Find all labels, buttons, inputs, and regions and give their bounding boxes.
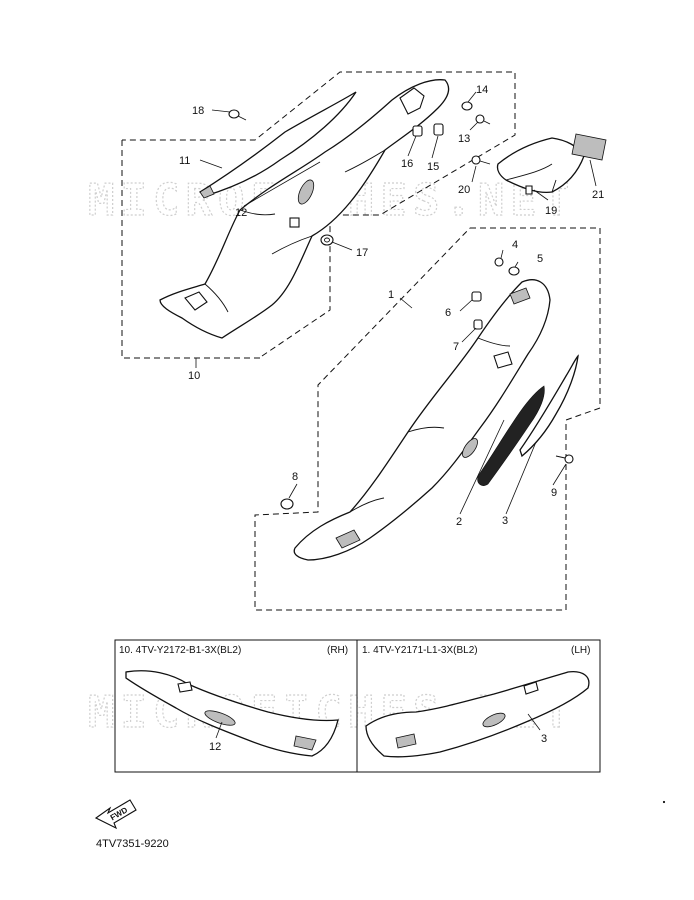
bolt-4 xyxy=(494,257,504,267)
inset-rh-tab xyxy=(177,681,193,693)
side-cover-rh-contour xyxy=(204,149,386,313)
inset-rh-side: (RH) xyxy=(327,645,348,656)
callout-16: 16 xyxy=(401,158,413,170)
callout-18: 18 xyxy=(192,105,204,117)
inset-lh-slot xyxy=(482,712,506,728)
callout-2: 2 xyxy=(456,516,462,528)
inset-rh-slot xyxy=(204,710,236,726)
side-cover-lh-pocket xyxy=(493,351,513,369)
group-outline-rh xyxy=(121,71,516,359)
inset-lh-tab xyxy=(523,681,539,695)
insert-2 xyxy=(477,385,545,486)
side-cover-lh-rear-cutout xyxy=(509,287,531,305)
washer-5 xyxy=(508,266,520,276)
callout-5: 5 xyxy=(537,253,543,265)
speck xyxy=(662,800,666,804)
decal-11-shade xyxy=(199,185,215,199)
callout-6: 6 xyxy=(445,307,451,319)
collar-7 xyxy=(473,319,483,330)
grommet-16 xyxy=(412,125,423,137)
inset-rh-leader xyxy=(215,721,223,739)
side-cover-rh-slot xyxy=(297,179,315,205)
side-cover-lh-contour xyxy=(349,337,511,513)
callout-10: 10 xyxy=(188,370,200,382)
tail-cover-19-tab xyxy=(525,185,533,195)
inset-rh: 10. 4TV-Y2172-B1-3X(BL2) (RH) 12 xyxy=(114,639,358,773)
nut-8 xyxy=(280,498,294,510)
callout-9: 9 xyxy=(551,487,557,499)
washer-14 xyxy=(461,101,473,111)
side-cover-lh-slot xyxy=(462,438,478,458)
callout-3: 3 xyxy=(502,515,508,527)
side-cover-rh-rear-bracket xyxy=(399,87,425,115)
callout-19: 19 xyxy=(545,205,557,217)
grommet-6 xyxy=(471,291,482,302)
callout-15: 15 xyxy=(427,161,439,173)
inset-rh-cover xyxy=(125,670,339,757)
clip-12-hw xyxy=(289,217,300,228)
callout-1: 1 xyxy=(388,289,394,301)
callout-11: 11 xyxy=(179,155,190,167)
decal-3 xyxy=(519,354,579,458)
callout-7: 7 xyxy=(453,341,459,353)
inset-lh-cutout xyxy=(395,733,417,749)
inset-lh-cover xyxy=(365,670,590,758)
decal-11 xyxy=(198,91,357,197)
collar-15 xyxy=(433,123,444,136)
bolt-18 xyxy=(228,109,247,121)
leader-lines xyxy=(195,91,597,515)
tail-cover-19-edge xyxy=(505,163,557,193)
inset-rh-callout: 12 xyxy=(209,741,221,753)
callout-20: 20 xyxy=(458,184,470,196)
inset-rh-cutout xyxy=(293,735,317,751)
inset-lh-side: (LH) xyxy=(571,645,590,656)
side-cover-lh-front-cutout xyxy=(335,529,361,549)
group-outline-lh xyxy=(254,227,601,611)
callout-13: 13 xyxy=(458,133,470,145)
callout-8: 8 xyxy=(292,471,298,483)
fwd-arrow-icon: FWD xyxy=(94,799,137,830)
inset-lh-title: 1. 4TV-Y2171-L1-3X(BL2) xyxy=(362,645,478,656)
bolt-9 xyxy=(555,454,574,464)
callout-4: 4 xyxy=(512,239,518,251)
label-21 xyxy=(571,133,607,161)
bolt-20 xyxy=(471,155,491,165)
callout-12: 12 xyxy=(235,207,247,219)
callout-17: 17 xyxy=(356,247,368,259)
side-cover-lh xyxy=(293,279,551,561)
document-code: 4TV7351-9220 xyxy=(96,838,169,850)
callout-21: 21 xyxy=(592,189,604,201)
inset-rh-title: 10. 4TV-Y2172-B1-3X(BL2) xyxy=(119,645,241,656)
inset-lh: 1. 4TV-Y2171-L1-3X(BL2) (LH) 3 xyxy=(356,639,601,773)
inset-lh-callout: 3 xyxy=(541,733,547,745)
side-cover-rh-tab xyxy=(184,291,208,311)
tail-cover-19 xyxy=(496,137,585,194)
bolt-13 xyxy=(475,114,491,125)
callout-14: 14 xyxy=(476,84,488,96)
nut-17 xyxy=(320,234,334,246)
inset-lh-leader xyxy=(527,713,541,731)
